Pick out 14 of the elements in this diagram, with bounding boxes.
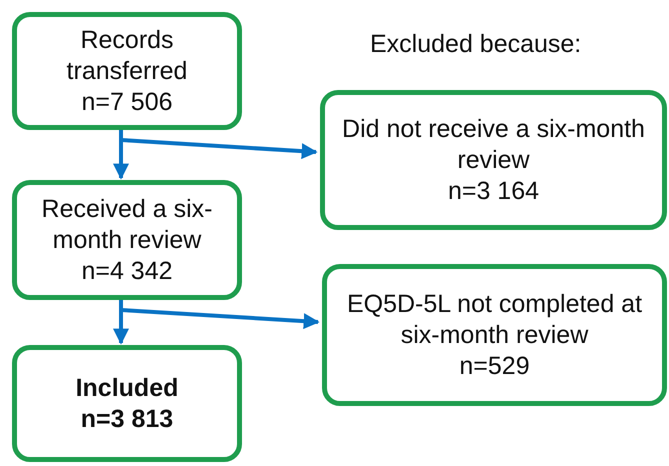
box-text: Included [76,372,178,404]
process-box [322,264,667,406]
box-text: n=3 164 [448,176,540,206]
heading-text: Excluded because: [370,30,582,59]
arrow [119,130,318,160]
process-box [12,180,242,300]
box-text: n=3 813 [80,404,174,434]
box-text: n=7 506 [81,86,173,118]
process-box [320,90,667,230]
box-text: n=4 342 [81,256,173,286]
box-text: n=529 [459,350,530,382]
process-box [12,345,242,462]
arrow [119,300,320,330]
process-box [12,12,242,130]
